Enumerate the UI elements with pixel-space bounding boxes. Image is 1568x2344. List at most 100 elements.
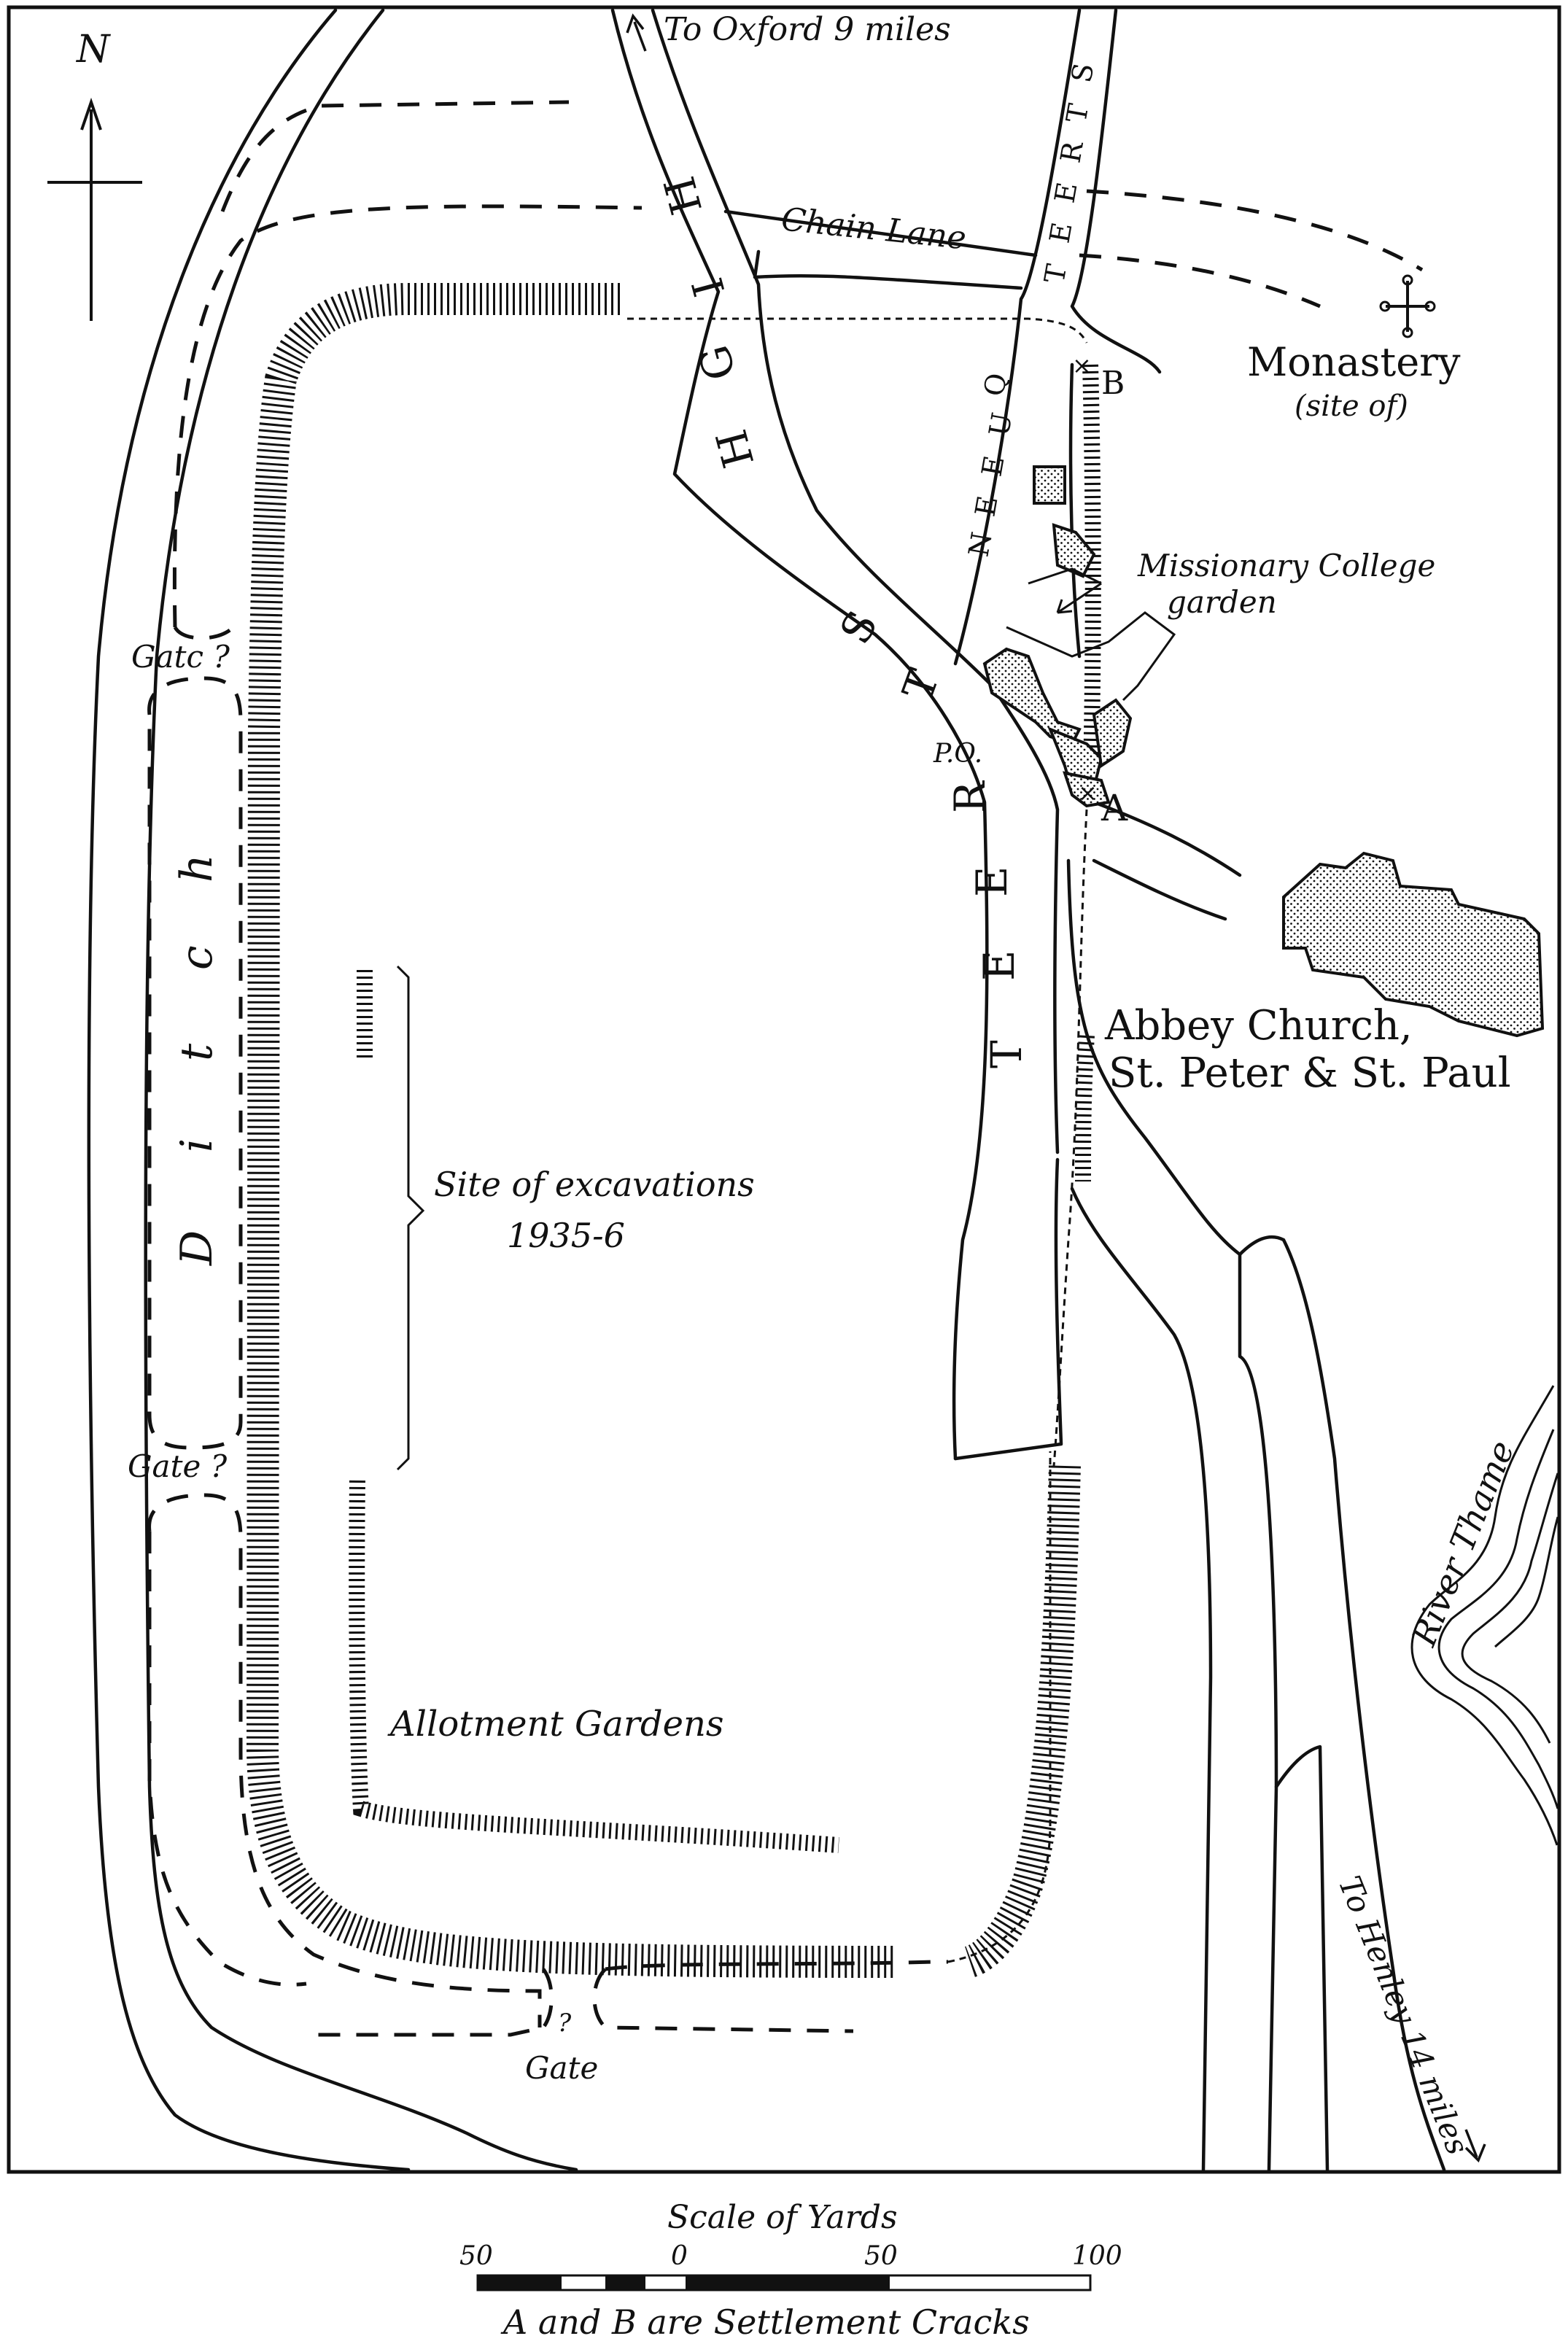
svg-text:H: H xyxy=(654,171,712,220)
svg-text:c: c xyxy=(171,945,222,970)
svg-text:R: R xyxy=(945,780,995,813)
label-post-office: P.O. xyxy=(933,739,982,769)
svg-text:S: S xyxy=(1066,61,1101,85)
high-street-west-edge xyxy=(610,8,989,1461)
svg-text:G: G xyxy=(689,340,746,385)
bank-outer-dashed xyxy=(172,204,643,628)
svg-text:E: E xyxy=(969,494,1004,519)
label-missionary-garden: garden xyxy=(1167,584,1277,620)
label-queen-street: Q U E E N S T R E E T xyxy=(963,61,1101,559)
label-missionary-college: Missionary College xyxy=(1137,548,1435,583)
college-garden-outline xyxy=(1006,567,1176,702)
chain-lane-top xyxy=(723,209,1038,257)
scale-tick-50-right: 50 xyxy=(864,2241,898,2271)
excavation-bracket xyxy=(396,965,425,1471)
monastery-dash-upper xyxy=(1086,189,1424,272)
svg-text:T: T xyxy=(1060,101,1095,125)
label-monastery-sub: (site of) xyxy=(1295,389,1408,423)
river-thame xyxy=(1410,1385,1559,1846)
svg-text:h: h xyxy=(171,854,222,882)
svg-text:D: D xyxy=(171,1230,222,1266)
crack-marker-a: × xyxy=(1078,779,1098,807)
ditch-west-gate1 xyxy=(173,626,235,640)
east-lane xyxy=(1238,1235,1446,2172)
label-gate-1: Gatc ? xyxy=(131,639,230,675)
scale-tick-0: 0 xyxy=(671,2241,688,2271)
svg-text:H: H xyxy=(707,424,764,473)
scale-tick-100: 100 xyxy=(1072,2241,1122,2271)
label-ditch: D i t c h xyxy=(171,854,222,1266)
svg-text:t: t xyxy=(171,1043,222,1061)
monastery-dash-lower xyxy=(1079,253,1321,308)
bank-south-inner xyxy=(605,1960,948,1971)
ditch-oval-north xyxy=(147,676,243,1450)
abbey-church xyxy=(1282,851,1545,1038)
henley-road-west xyxy=(1274,1745,1330,2172)
label-chain-lane: Chain Lane xyxy=(780,201,968,257)
label-point-b: B xyxy=(1101,365,1125,402)
abbey-lane-east xyxy=(1066,858,1278,2172)
abbey-road-south xyxy=(1092,858,1227,921)
svg-text:E: E xyxy=(1044,220,1079,246)
svg-text:T: T xyxy=(1039,262,1074,286)
svg-text:U: U xyxy=(983,410,1019,438)
abbey-lane-west xyxy=(1070,1187,1213,2172)
svg-text:I: I xyxy=(683,273,735,302)
caption: A and B are Settlement Cracks xyxy=(500,2302,1030,2342)
to-oxford-arrow-icon xyxy=(626,13,647,52)
scale-title: Scale of Yards xyxy=(667,2199,898,2236)
svg-text:E: E xyxy=(974,950,1024,981)
label-river-thame: River Thame xyxy=(1404,1435,1522,1652)
rampart-east-upper xyxy=(1082,364,1101,803)
monastery-cross-icon xyxy=(1379,274,1436,338)
svg-text:R: R xyxy=(1055,138,1090,165)
label-high-street: H I G H S T R E E T xyxy=(654,171,1031,1068)
rampart-east-middle xyxy=(1075,1035,1095,1182)
label-monastery: Monastery xyxy=(1247,339,1461,385)
north-label: N xyxy=(75,28,111,71)
label-to-oxford: To Oxford 9 miles xyxy=(664,11,951,48)
west-road-inner xyxy=(144,8,578,2172)
label-point-a: A xyxy=(1101,787,1128,829)
svg-text:N: N xyxy=(963,529,998,559)
bank-south-outer xyxy=(147,1532,307,1987)
west-road-outer xyxy=(87,8,411,2172)
svg-text:T: T xyxy=(893,663,949,707)
rampart-east-hachure xyxy=(963,1465,1081,1977)
scale-bar xyxy=(476,2274,1092,2291)
gate-south-right xyxy=(592,1968,854,2033)
scale-tick-50-left: 50 xyxy=(459,2241,493,2271)
to-henley-arrow-icon xyxy=(1464,2129,1486,2163)
label-gate-3: Gate xyxy=(525,2050,598,2086)
label-abbey-church-1: Abbey Church, xyxy=(1104,1002,1413,1049)
svg-text:i: i xyxy=(171,1138,222,1152)
map-frame xyxy=(7,5,1561,2174)
north-arrow-icon xyxy=(47,97,142,321)
queen-street-east xyxy=(1070,8,1162,374)
rampart-hachure xyxy=(246,283,898,1978)
queen-street-west xyxy=(953,8,1082,666)
label-to-henley: To Henley 14 miles xyxy=(1332,1871,1476,2159)
college-buildings xyxy=(982,465,1133,808)
svg-text:T: T xyxy=(982,1040,1031,1068)
inner-boundary-fine xyxy=(627,317,1088,344)
svg-text:E: E xyxy=(976,454,1011,479)
label-allotment: Allotment Gardens xyxy=(387,1704,724,1745)
queen-street-inner-east xyxy=(1068,362,1082,659)
label-excavations-2: 1935-6 xyxy=(507,1216,625,1255)
gate-south-left xyxy=(306,1968,554,2037)
college-garden-arrow xyxy=(1056,582,1102,614)
bank-top-dashed xyxy=(220,100,570,212)
label-gate-2: Gate ? xyxy=(128,1448,228,1484)
chain-lane-bottom xyxy=(753,249,1023,290)
label-gate-question: ? xyxy=(558,2009,572,2038)
bank-east-dashed xyxy=(947,1451,1052,1963)
label-abbey-church-2: St. Peter & St. Paul xyxy=(1109,1049,1511,1097)
label-excavations-1: Site of excavations xyxy=(434,1165,755,1204)
excavation-hachure-2 xyxy=(349,1480,839,1853)
east-rampart-fine xyxy=(1052,809,1088,1467)
svg-text:E: E xyxy=(967,866,1017,897)
svg-text:Q: Q xyxy=(978,370,1014,398)
crack-marker-b: × xyxy=(1072,352,1092,379)
